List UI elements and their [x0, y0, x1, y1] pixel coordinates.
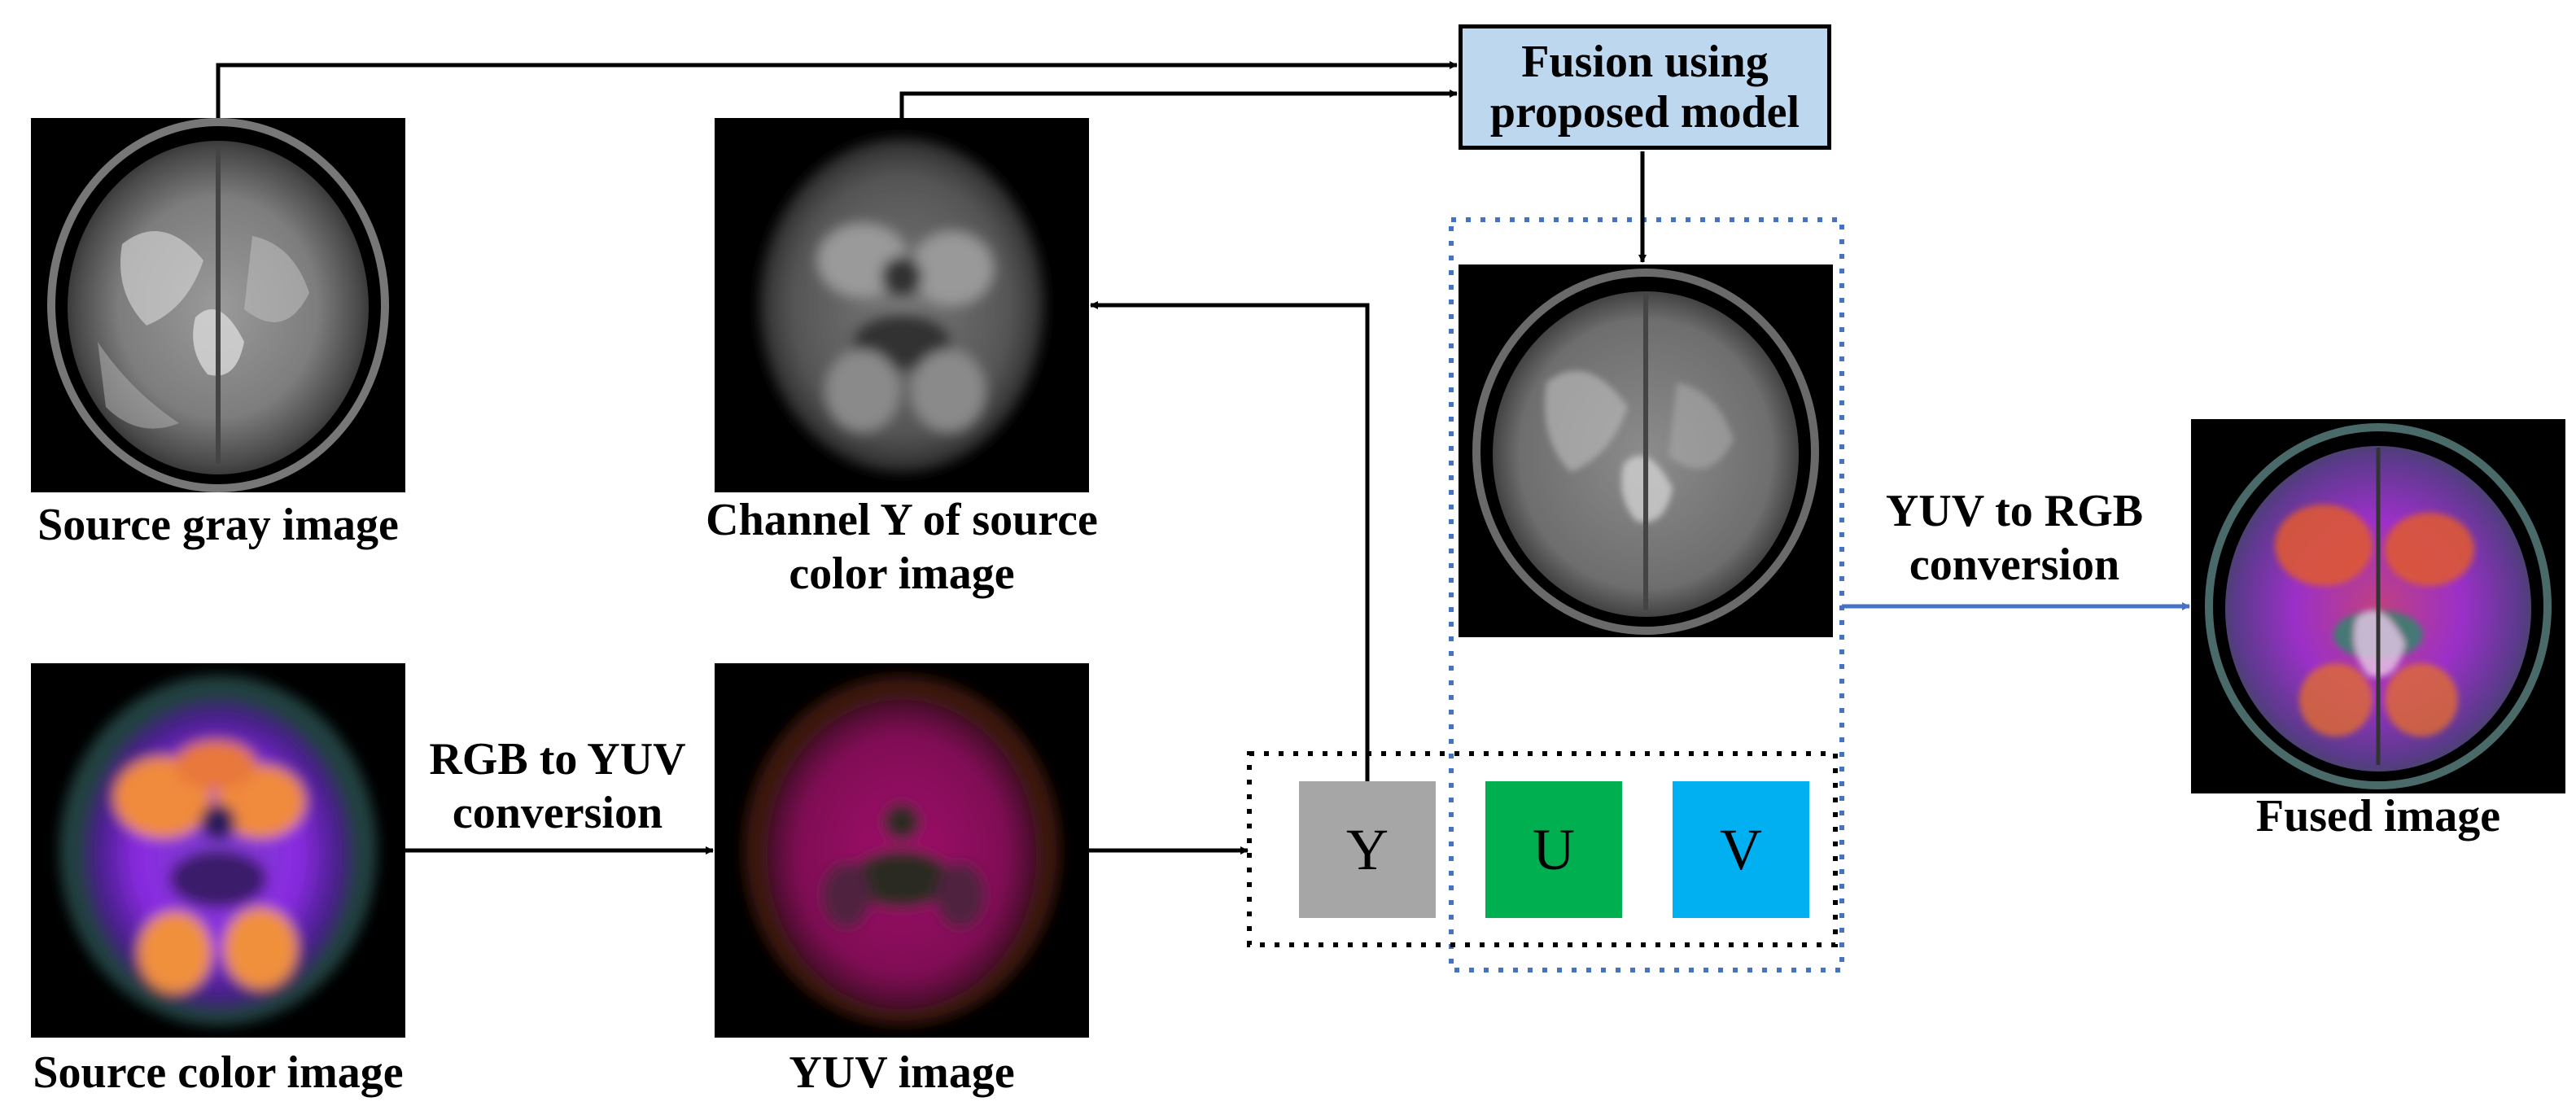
arrow-ychannel-to-channel-y-image	[1090, 301, 1370, 781]
caption-rgb-to-yuv: RGB to YUV conversion	[399, 732, 716, 840]
source-gray-image	[31, 118, 405, 492]
arrow-y-to-fusion	[899, 90, 1458, 118]
channel-y-label: Y	[1346, 816, 1389, 882]
caption-yuv-image: YUV image	[789, 1047, 1015, 1098]
fusion-line2: proposed model	[1489, 87, 1800, 138]
caption-source-color: Source color image	[33, 1047, 404, 1098]
arrow-gray-to-fusion	[216, 61, 1458, 118]
caption-rgb-to-yuv-line2: conversion	[452, 788, 663, 838]
fused-y-image	[1459, 264, 1833, 637]
caption-channel-y-line1: Channel Y of source	[706, 495, 1098, 545]
fusion-line1: Fusion using	[1521, 37, 1769, 87]
caption-yuv-to-rgb-line2: conversion	[1909, 540, 2120, 590]
channel-u-square: U	[1485, 781, 1622, 918]
channel-v-label: V	[1720, 816, 1762, 882]
source-color-image	[31, 663, 405, 1038]
channel-y-square: Y	[1299, 781, 1436, 918]
fusion-model-box: Fusion using proposed model	[1459, 24, 1831, 150]
channel-group-box	[1247, 751, 1838, 947]
caption-yuv-to-rgb: YUV to RGB conversion	[1848, 484, 2181, 592]
caption-fused-image: Fused image	[2255, 791, 2501, 841]
yuv-image	[715, 663, 1089, 1038]
caption-source-gray: Source gray image	[37, 500, 399, 550]
caption-channel-y-line2: color image	[789, 549, 1015, 599]
caption-rgb-to-yuv-line1: RGB to YUV	[429, 734, 686, 785]
caption-yuv-to-rgb-line1: YUV to RGB	[1885, 486, 2144, 536]
channel-y-image	[715, 118, 1089, 492]
fusion-model-label: Fusion using proposed model	[1490, 37, 1800, 138]
channel-u-label: U	[1533, 816, 1575, 882]
caption-channel-y: Channel Y of source color image	[651, 493, 1152, 601]
fusion-group-box	[1449, 217, 1844, 973]
channel-v-square: V	[1673, 781, 1809, 918]
fused-image	[2191, 419, 2565, 793]
